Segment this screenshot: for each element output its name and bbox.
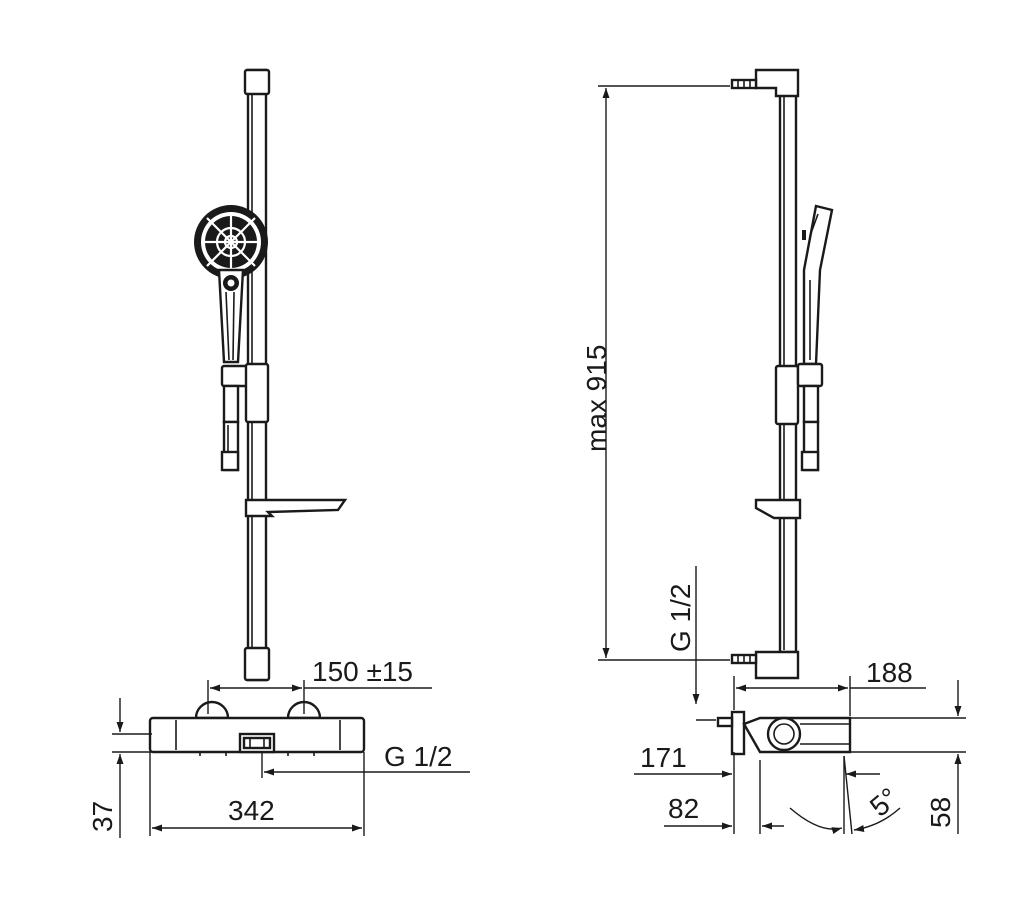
hand-shower-front — [194, 205, 268, 364]
dim-label-58: 58 — [925, 797, 956, 828]
dim-label-188: 188 — [866, 657, 913, 688]
dim-label-g12-front: G 1/2 — [384, 741, 452, 772]
dim-label-5deg: 5° — [864, 782, 904, 823]
soap-dish-side — [754, 498, 802, 520]
dim-label-82: 82 — [668, 793, 699, 824]
dim-rail-height: max 915 — [581, 85, 730, 661]
dim-label-max915: max 915 — [581, 345, 612, 452]
dim-mixer-projection: 188 — [733, 657, 926, 716]
slider-front — [220, 362, 270, 472]
dim-label-37: 37 — [87, 801, 118, 832]
slider-side — [774, 362, 824, 472]
mixer-front — [148, 700, 366, 756]
dim-mixer-height: 37 — [87, 698, 152, 838]
dim-tilt-angle: 5° — [789, 755, 904, 835]
dim-outlet-height: 58 — [850, 680, 966, 834]
soap-dish-front — [244, 498, 348, 518]
dim-label-342: 342 — [228, 795, 275, 826]
dim-inlet-to-spout: 171 — [634, 742, 880, 834]
dim-label-g12-side: G 1/2 — [665, 584, 696, 652]
front-view: 150 ±15 G 1/2 37 342 — [87, 68, 470, 838]
dim-label-150: 150 ±15 — [312, 656, 413, 687]
dim-thread-front: G 1/2 — [261, 741, 470, 778]
side-view: max 915 G 1/2 188 58 — [581, 68, 966, 835]
dim-wall-to-body: 82 — [664, 760, 784, 834]
hand-shower-side — [802, 204, 834, 366]
mixer-side — [716, 710, 852, 756]
dim-mixer-width: 342 — [149, 752, 365, 836]
dim-label-171: 171 — [640, 742, 687, 773]
dim-thread-side: G 1/2 — [665, 566, 716, 721]
dim-hand-shower-offset: 150 ±15 — [207, 656, 432, 714]
